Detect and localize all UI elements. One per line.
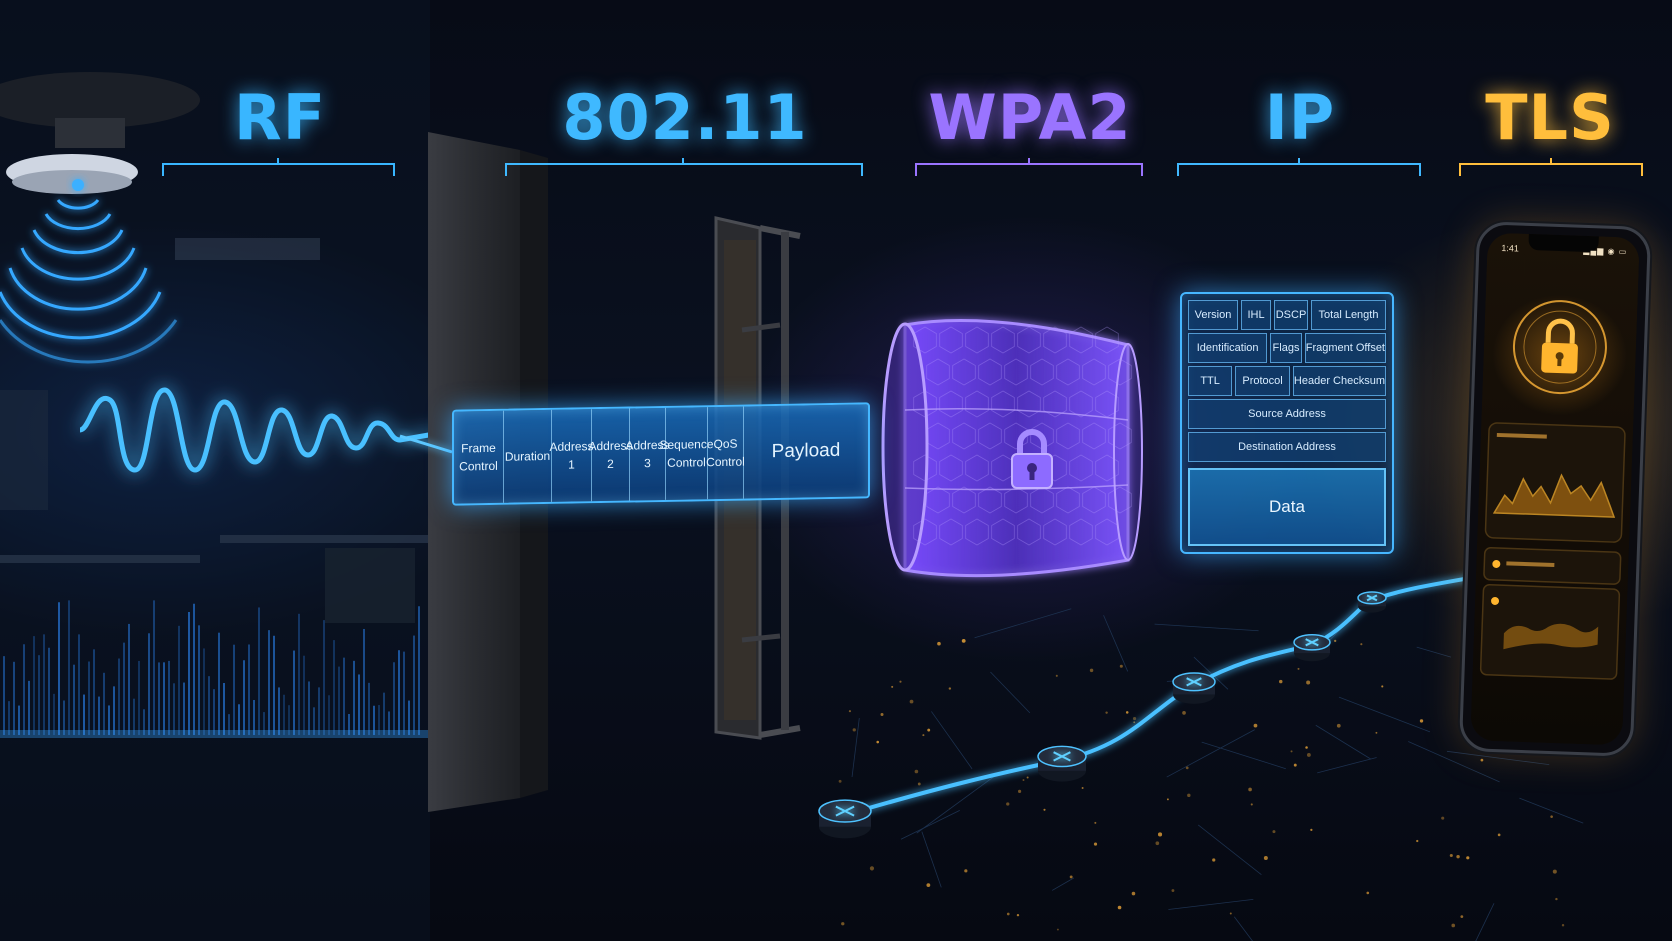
padlock-icon (1011, 429, 1053, 489)
80211-frame: Frame Control Duration Address 1 Address… (452, 402, 870, 506)
ip-header-panel: Version IHL DSCP Total Length Identifica… (1180, 292, 1394, 554)
frame-field-duration: Duration (504, 409, 552, 503)
layer-label-80211: 802.11 (562, 81, 808, 154)
chart-card (1484, 422, 1626, 543)
lab-bench (0, 555, 200, 563)
frame-field-frame-control: Frame Control (454, 410, 504, 504)
lab-bench (220, 535, 430, 543)
ceiling-light (175, 238, 320, 260)
rf-radiation-rings (0, 199, 178, 364)
ip-row-3: TTL Protocol Header Checksum (1188, 366, 1386, 396)
ip-field-data: Data (1188, 468, 1386, 546)
frame-field-sequence-control: Sequence Control (659, 407, 714, 500)
ip-field-total-length: Total Length (1311, 300, 1386, 330)
ip-field-fragment-offset: Fragment Offset (1304, 333, 1386, 363)
layer-label-tls: TLS (1485, 81, 1615, 154)
ip-field-destination-address: Destination Address (1188, 432, 1386, 462)
router-node-icon (818, 799, 872, 839)
layer-label-rf: RF (233, 81, 327, 154)
padlock-icon (1541, 318, 1578, 374)
ip-field-dscp: DSCP (1274, 300, 1308, 330)
phone-dashboard (1479, 300, 1626, 680)
frame-field-qos-control: QoS Control (706, 406, 745, 500)
ip-field-identification: Identification (1188, 333, 1268, 363)
wpa2-encryption-tunnel (881, 319, 1143, 578)
ip-field-ihl: IHL (1241, 300, 1271, 330)
router-node-icon (1357, 591, 1387, 613)
ip-row-1: Version IHL DSCP Total Length (1188, 300, 1386, 330)
frame-field-address-2: Address 2 (588, 408, 633, 502)
ip-field-source-address: Source Address (1188, 399, 1386, 429)
smartphone: 1:41 ▂▄▆ ◉ ▭ (1458, 221, 1652, 757)
ip-row-2: Identification Flags Fragment Offset (1188, 333, 1386, 363)
whiteboard (0, 390, 48, 510)
ip-field-header-checksum: Header Checksum (1292, 366, 1386, 396)
layer-brackets (162, 158, 1643, 176)
phone-screen: 1:41 ▂▄▆ ◉ ▭ (1470, 232, 1640, 746)
layer-label-wpa2: WPA2 (928, 81, 1132, 154)
ceiling-access-point-icon (0, 72, 200, 194)
ip-row-5: Destination Address (1188, 432, 1386, 462)
router-node-icon (1037, 745, 1087, 782)
signal-beam (399, 434, 453, 454)
ip-field-ttl: TTL (1188, 366, 1233, 396)
routing-path (844, 576, 1471, 817)
ip-field-version: Version (1188, 300, 1238, 330)
rf-sine-wave (79, 387, 441, 473)
frame-field-payload: Payload (771, 439, 841, 463)
router-node-icon (1293, 633, 1331, 662)
ip-row-4: Source Address (1188, 399, 1386, 429)
rf-spectrum-bars (0, 600, 430, 738)
frame-field-address-1: Address 1 (549, 409, 594, 502)
layer-label-ip: IP (1264, 81, 1336, 154)
lab-cabinet (325, 548, 415, 623)
ip-field-flags: Flags (1270, 333, 1302, 363)
router-node-icon (1172, 672, 1216, 704)
ip-field-protocol: Protocol (1235, 366, 1290, 396)
